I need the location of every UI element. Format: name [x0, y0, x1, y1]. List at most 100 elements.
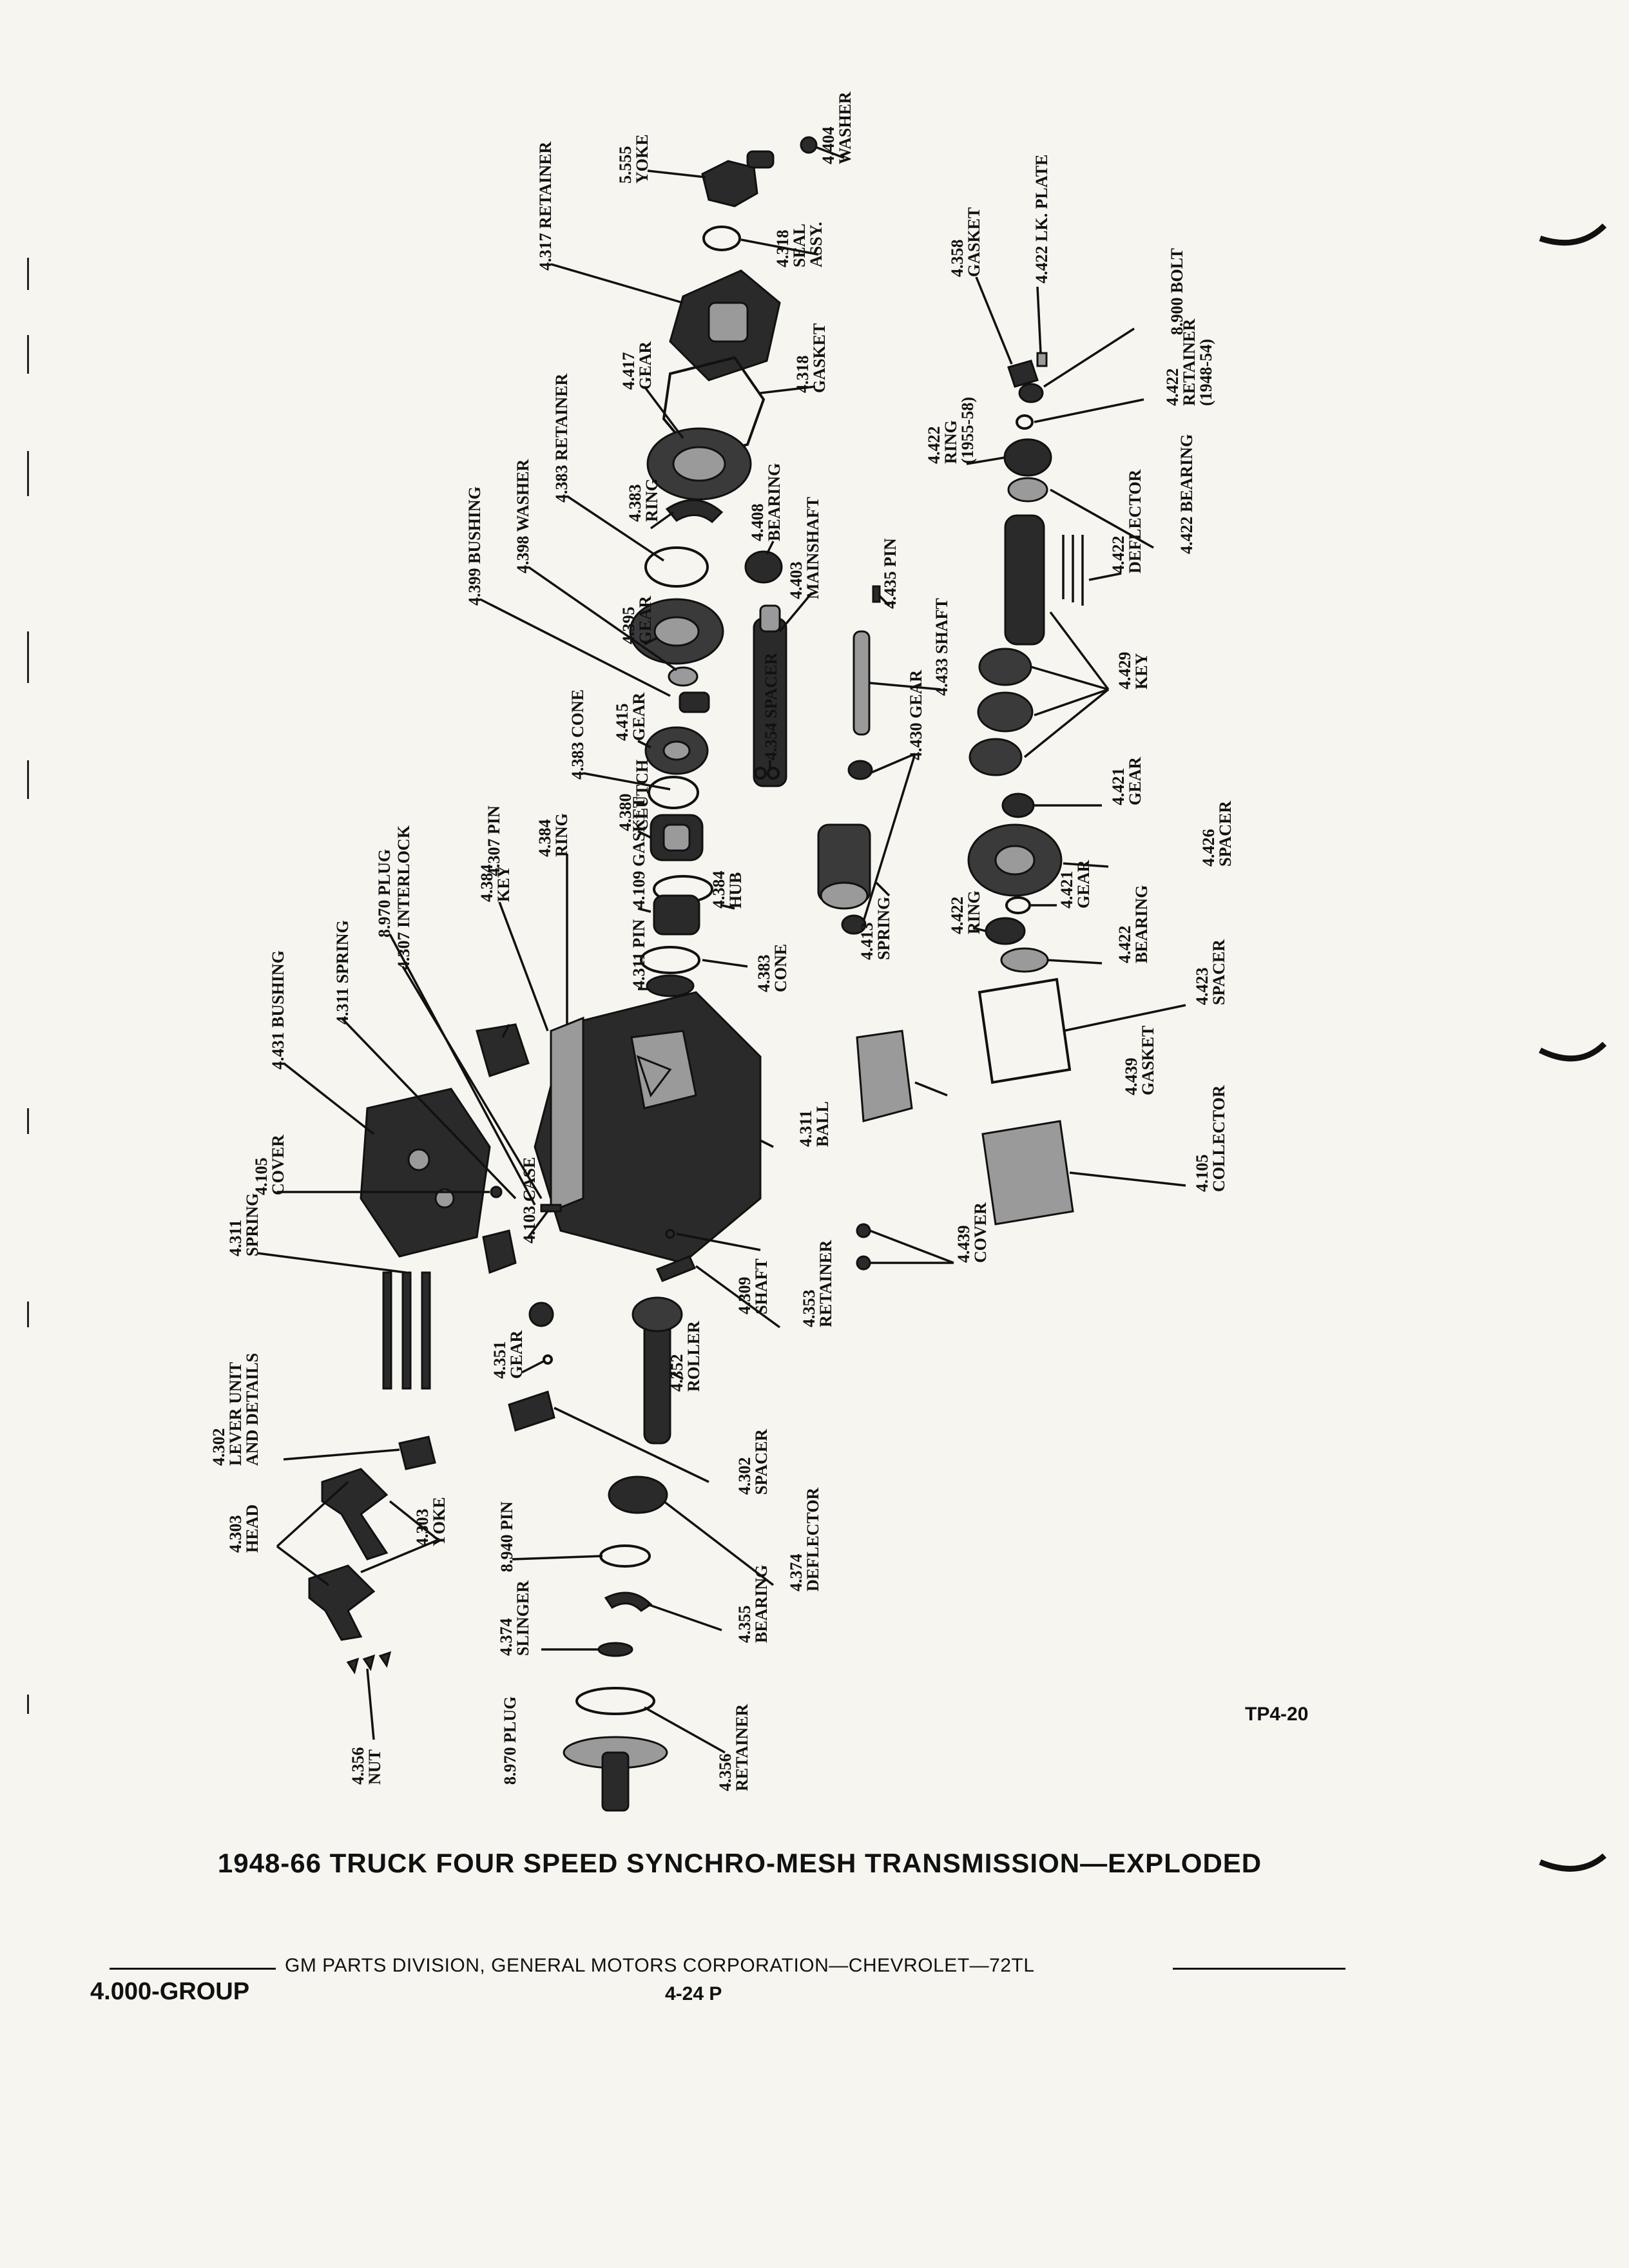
- part-label-line: DEFLECTOR: [804, 1487, 822, 1591]
- part-label: 4.374DEFLECTOR: [787, 1487, 822, 1591]
- first-speed-gear: [644, 726, 709, 775]
- oil-deflector: [599, 1544, 651, 1568]
- part-label-line: 4.311 PIN: [630, 919, 648, 989]
- mainshaft-rear-bearing: [744, 550, 783, 584]
- part-label-line: 4.311: [796, 1110, 815, 1147]
- part-label-line: 4.422: [1163, 369, 1182, 407]
- part-label-line: 4.431 BUSHING: [269, 950, 287, 1070]
- part-label: 4.383 RETAINER: [552, 373, 571, 503]
- footer-group-number: 4.000-GROUP: [90, 1978, 250, 2005]
- mainshaft-spacer: [754, 767, 767, 780]
- footer-publisher: GM PARTS DIVISION, GENERAL MOTORS CORPOR…: [285, 1955, 1035, 1976]
- pto-gasket: [978, 977, 1072, 1084]
- part-label-line: 4.311 SPRING: [333, 920, 352, 1024]
- countershaft-ring: [1016, 414, 1034, 430]
- part-label: 4.105COVER: [252, 1135, 287, 1195]
- mainshaft: [753, 604, 787, 787]
- part-label-line: 4.422 LK. PLATE: [1032, 155, 1051, 284]
- rear-bearing-retainer: [669, 269, 781, 381]
- part-label: 4.422DEFLECTOR: [1109, 469, 1144, 573]
- part-label-line: MAINSHAFT: [804, 497, 822, 599]
- part-label: 4.435 PIN: [881, 538, 900, 609]
- part-label: 4.439GASKET: [1122, 1026, 1157, 1095]
- part-label-line: 4.398 WASHER: [514, 459, 532, 573]
- part-label-line: HEAD: [243, 1504, 262, 1553]
- part-label-line: ROLLER: [684, 1321, 703, 1392]
- part-label: 4.422 BEARING: [1177, 434, 1196, 554]
- part-label-line: 4.433 SHAFT: [932, 598, 951, 696]
- part-label-line: 4.422 BEARING: [1177, 434, 1196, 554]
- part-label: 4.374SLINGER: [497, 1581, 532, 1656]
- part-label-line: 4.383: [755, 955, 773, 993]
- front-retainer-gasket: [575, 1687, 655, 1715]
- yoke-washer: [800, 136, 818, 154]
- part-label-line: 4.311: [226, 1220, 245, 1256]
- part-label: 4.423SPACER: [1193, 939, 1228, 1005]
- part-label: 4.356RETAINER: [716, 1704, 751, 1791]
- page-edge-curl: [1539, 223, 1607, 246]
- part-label-line: SPACER: [752, 1429, 771, 1495]
- front-cone: [646, 974, 695, 997]
- detent-spring: [540, 1204, 562, 1213]
- part-label: 4.302SPACER: [735, 1429, 771, 1495]
- part-label-line: NUT: [365, 1749, 384, 1785]
- part-label: 4.404WASHER: [819, 91, 854, 164]
- cone: [679, 691, 710, 713]
- part-label-line: 4.417: [619, 352, 638, 390]
- shift-interlock: [476, 1023, 530, 1077]
- binding-mark: [27, 1108, 29, 1134]
- shift-head: [398, 1436, 436, 1470]
- bushing: [668, 666, 699, 687]
- part-label: 4.303YOKE: [413, 1497, 448, 1546]
- part-label-line: 4.384: [477, 865, 496, 903]
- part-label-line: 4.395: [619, 607, 638, 645]
- part-label-line: BALL: [813, 1101, 832, 1147]
- countershaft-front-spacer: [1000, 947, 1049, 973]
- part-label-line: 8.970 PLUG: [375, 849, 394, 937]
- countershaft-spacer: [1001, 793, 1035, 818]
- part-label-line: 4.303: [413, 1509, 432, 1547]
- mainshaft-spacer: [767, 767, 780, 780]
- part-label: 4.302LEVER UNITAND DETAILS: [209, 1353, 262, 1466]
- countershaft-front-bearing: [985, 917, 1026, 945]
- shifter-cover: [360, 1088, 491, 1258]
- part-label: 4.105COLLECTOR: [1193, 1085, 1228, 1192]
- part-label-line: BEARING: [752, 1565, 771, 1643]
- part-label-line: 4.351: [490, 1341, 509, 1379]
- part-label-line: 8.970 PLUG: [501, 1696, 519, 1785]
- oil-slinger: [604, 1591, 653, 1612]
- part-label-line: RING: [552, 813, 571, 857]
- part-label: 4.383RING: [626, 478, 661, 522]
- part-label-line: 4.302: [209, 1428, 228, 1466]
- part-label: 4.317 RETAINER: [536, 141, 555, 271]
- countershaft-keys: [1062, 535, 1084, 606]
- part-label-line: 4.383 RETAINER: [552, 373, 571, 503]
- part-label-line: SPRING: [243, 1193, 262, 1256]
- collector: [856, 1030, 913, 1122]
- part-label-line: 4.380: [616, 794, 635, 832]
- countershaft-rear-bearing: [1003, 438, 1052, 477]
- part-label: 4.318GASKET: [793, 323, 829, 393]
- countershaft-deflector: [1007, 477, 1048, 503]
- part-label: 4.422 LK. PLATE: [1032, 155, 1051, 284]
- snap-ring: [665, 499, 724, 524]
- countershaft-drive-gear: [967, 823, 1063, 897]
- rear-yoke: [701, 150, 775, 207]
- part-label-line: SEAL: [790, 224, 809, 267]
- part-label: 4.422RETAINER(1948-54): [1163, 318, 1215, 406]
- part-label-line: 4.356: [349, 1747, 367, 1785]
- part-label: 5.555YOKE: [616, 134, 651, 184]
- shift-lever-unit: [508, 1302, 555, 1432]
- detent-ball: [490, 1186, 503, 1198]
- part-label: 4.307 PIN: [485, 805, 503, 876]
- part-label: 8.970 PLUG: [501, 1696, 519, 1785]
- seal-assembly: [702, 226, 741, 251]
- part-label-line: KEY: [494, 865, 513, 902]
- part-label: 4.417GEAR: [619, 341, 655, 390]
- page-edge-curl: [1538, 1041, 1607, 1062]
- drain-plug: [856, 1223, 871, 1238]
- part-label-line: SPRING: [874, 897, 893, 960]
- part-label: 4.318SEALASSY.: [773, 222, 825, 267]
- lock-plate-and-bolts: [1007, 352, 1048, 388]
- part-label-line: RING: [965, 890, 983, 934]
